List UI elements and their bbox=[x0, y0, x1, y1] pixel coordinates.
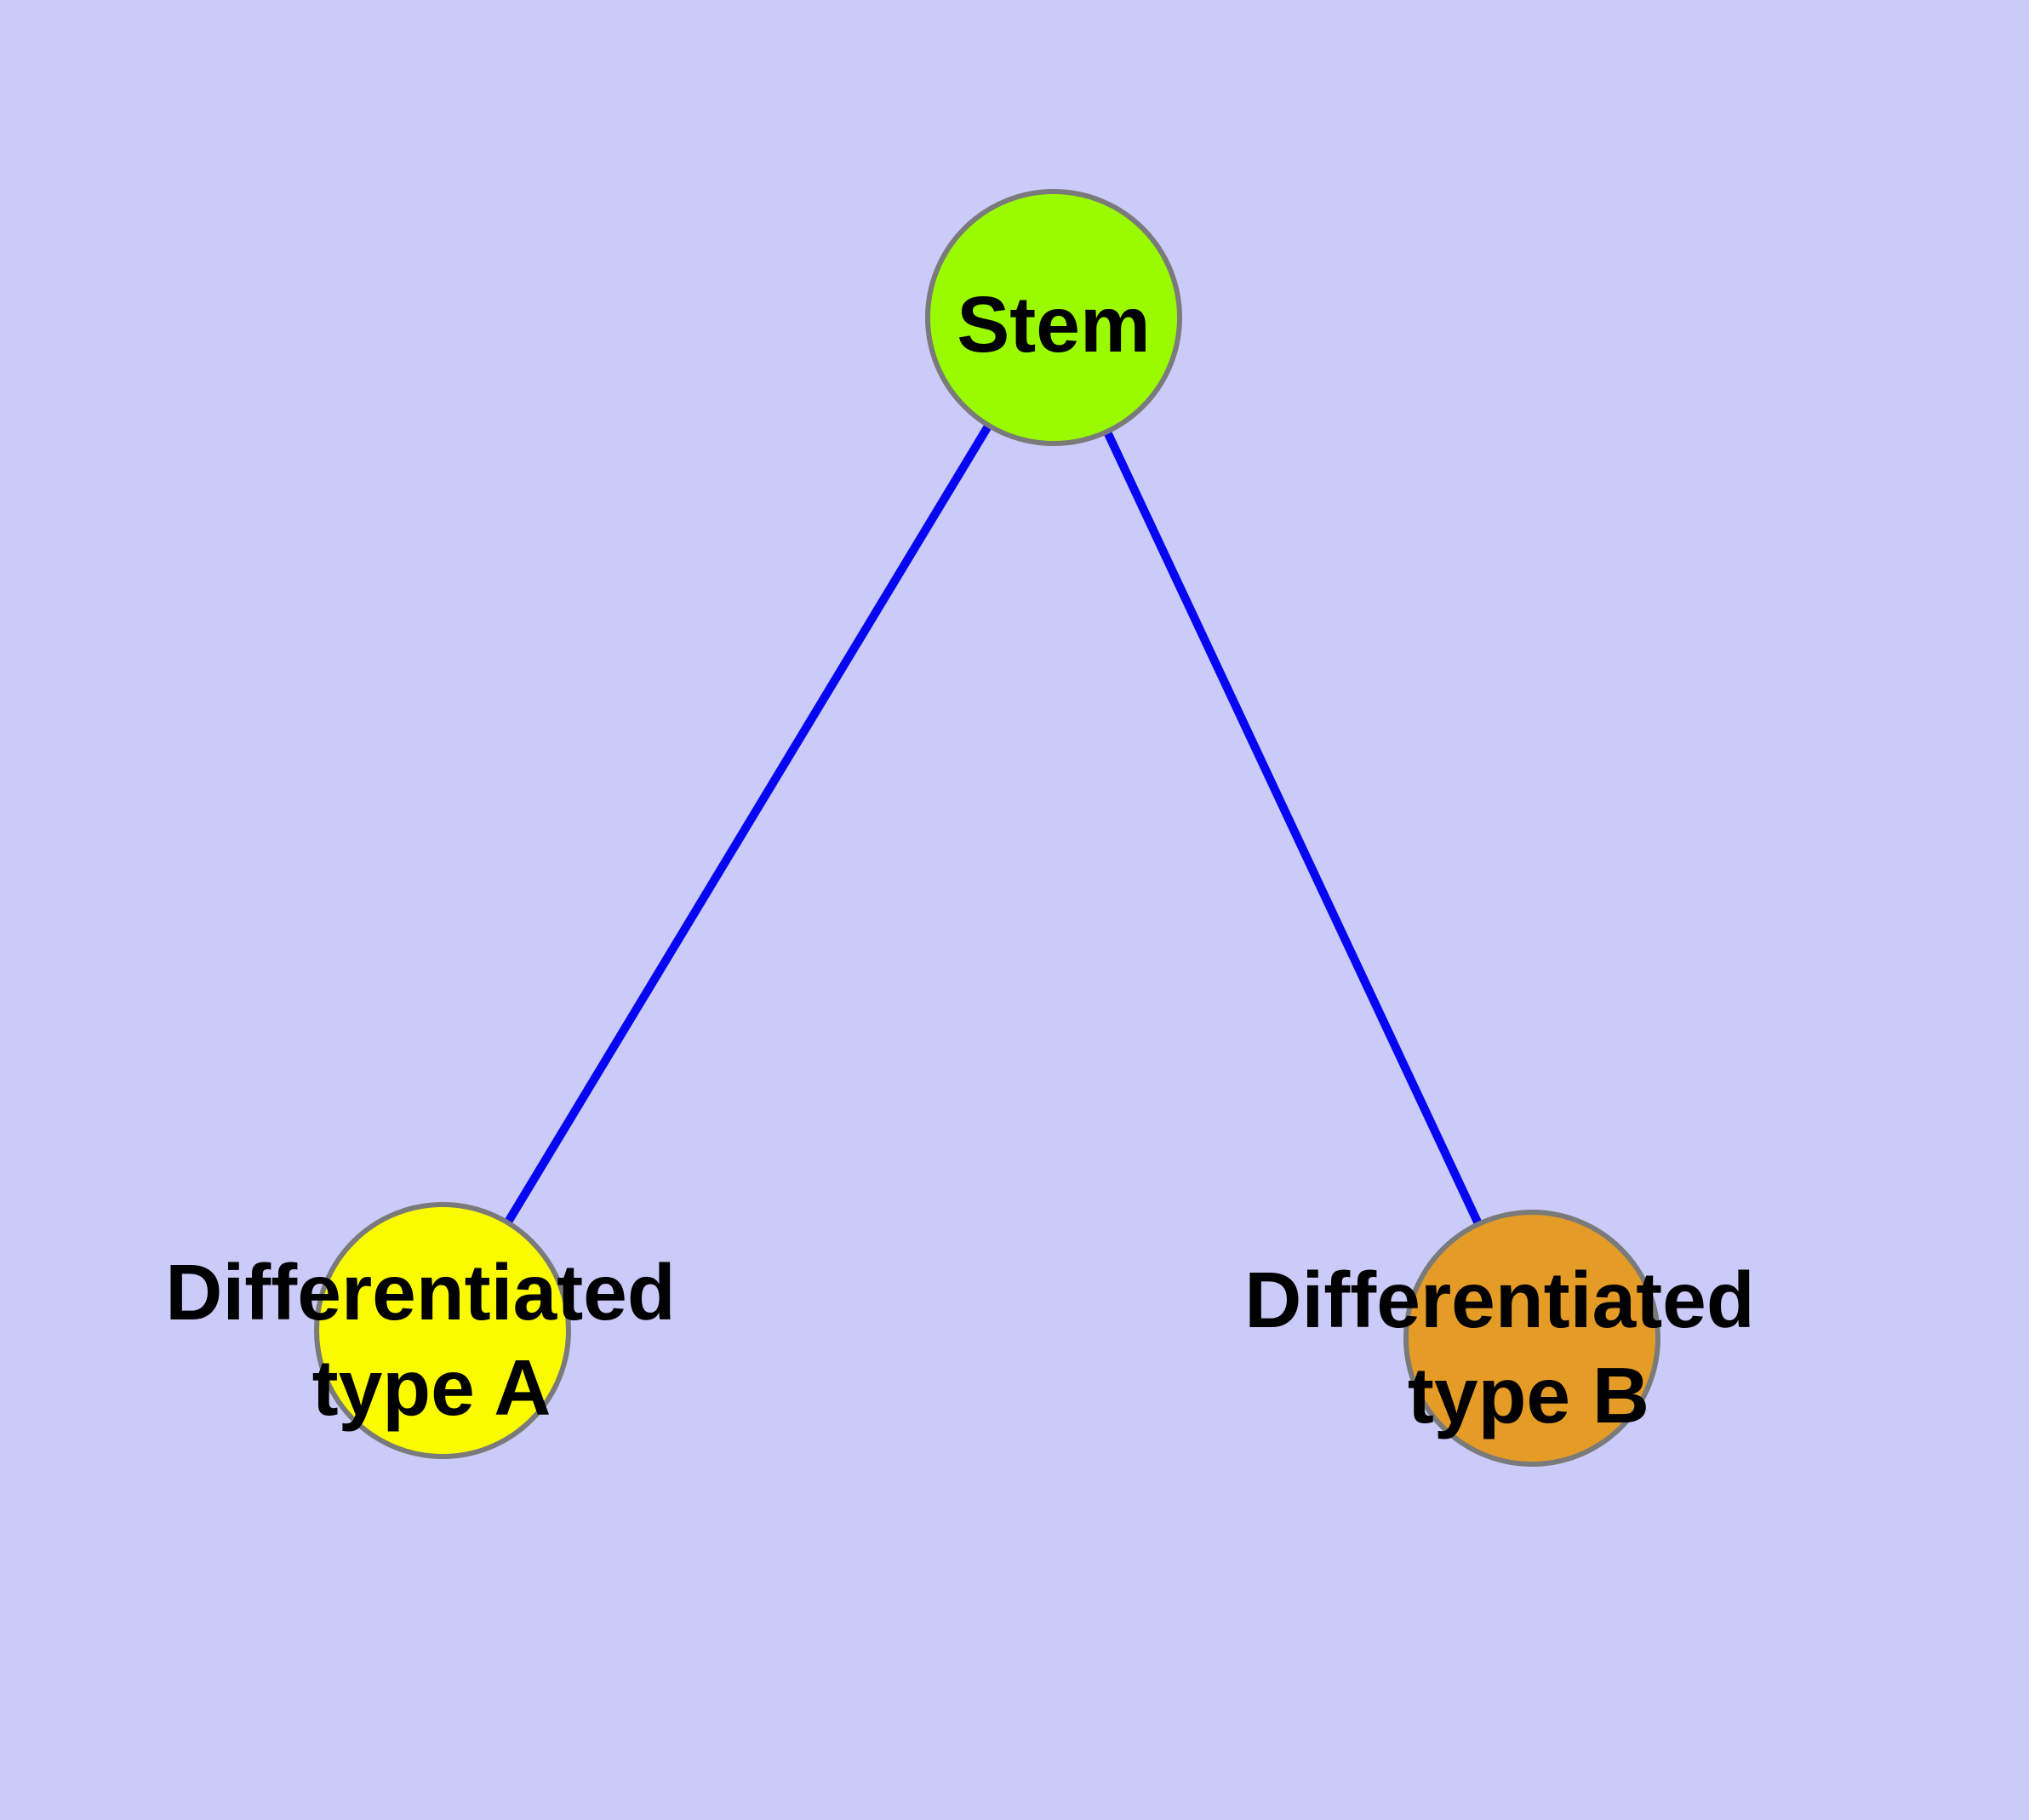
node-type-b-label-line1: Differentiated bbox=[1244, 1256, 1754, 1344]
node-type-a-label-line1: Differentiated bbox=[165, 1248, 675, 1336]
edge-stem-to-type-a bbox=[438, 315, 1058, 1333]
edge-stem-to-type-b bbox=[1049, 315, 1536, 1341]
node-type-b-label-line2: type B bbox=[1408, 1351, 1649, 1439]
node-stem-label: Stem bbox=[957, 280, 1150, 369]
node-differentiated-type-b bbox=[1403, 1210, 1660, 1467]
node-stem bbox=[925, 189, 1182, 446]
node-type-a-label-line2: type A bbox=[312, 1343, 552, 1432]
node-differentiated-type-a bbox=[314, 1202, 571, 1459]
